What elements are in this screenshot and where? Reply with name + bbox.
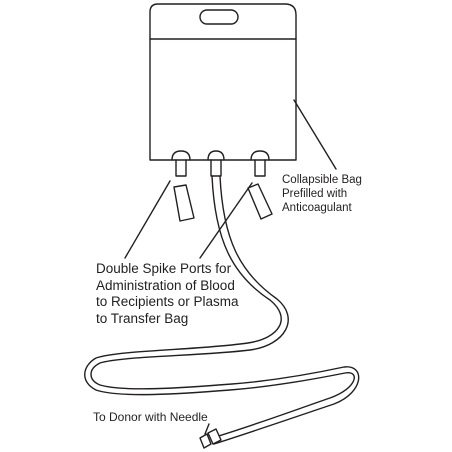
spike-ports-label: Double Spike Ports for Administration of… xyxy=(96,261,239,327)
leader-line-spike-left xyxy=(124,180,171,259)
label-line: Collapsible Bag xyxy=(282,174,362,186)
leader-line-donor xyxy=(204,423,210,435)
right-spike-port xyxy=(250,150,270,177)
collapsible-bag xyxy=(149,3,297,161)
left-spike-port xyxy=(171,150,191,177)
donor-tubing-outer xyxy=(84,175,355,439)
donor-needle-label: To Donor with Needle xyxy=(93,410,208,424)
leader-line-bag xyxy=(293,99,337,170)
label-line: Anticoagulant xyxy=(282,202,352,214)
needle-connector xyxy=(199,428,222,449)
left-port-cap xyxy=(173,184,195,222)
right-port-cap xyxy=(247,183,273,220)
label-line: Administration of Blood xyxy=(96,277,235,293)
leader-line-spike-right xyxy=(199,182,253,259)
label-line: to Recipients or Plasma xyxy=(96,294,239,309)
label-line: Prefilled with xyxy=(282,188,348,200)
label-line: to Transfer Bag xyxy=(96,310,189,326)
label-line: Double Spike Ports for xyxy=(96,261,232,276)
bag-hanging-slot xyxy=(199,9,239,25)
donor-tubing-inner xyxy=(90,175,360,445)
collapsible-bag-label: Collapsible Bag Prefilled with Anticoagu… xyxy=(282,173,362,215)
